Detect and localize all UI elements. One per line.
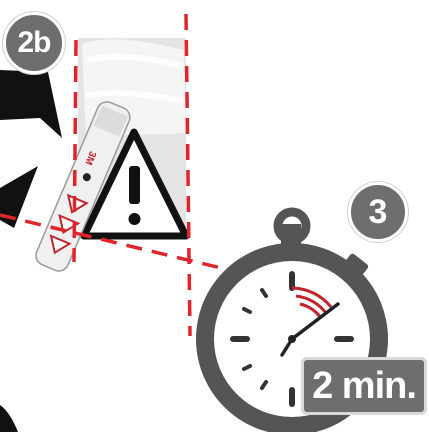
arrow-icon bbox=[0, 70, 62, 138]
step-3-badge: 3 bbox=[348, 182, 408, 242]
timer-duration-label: 2 min. bbox=[301, 357, 427, 415]
arrow-icon bbox=[0, 405, 18, 432]
step-2b-badge: 2b bbox=[3, 12, 65, 74]
arrow-icon bbox=[0, 166, 38, 228]
